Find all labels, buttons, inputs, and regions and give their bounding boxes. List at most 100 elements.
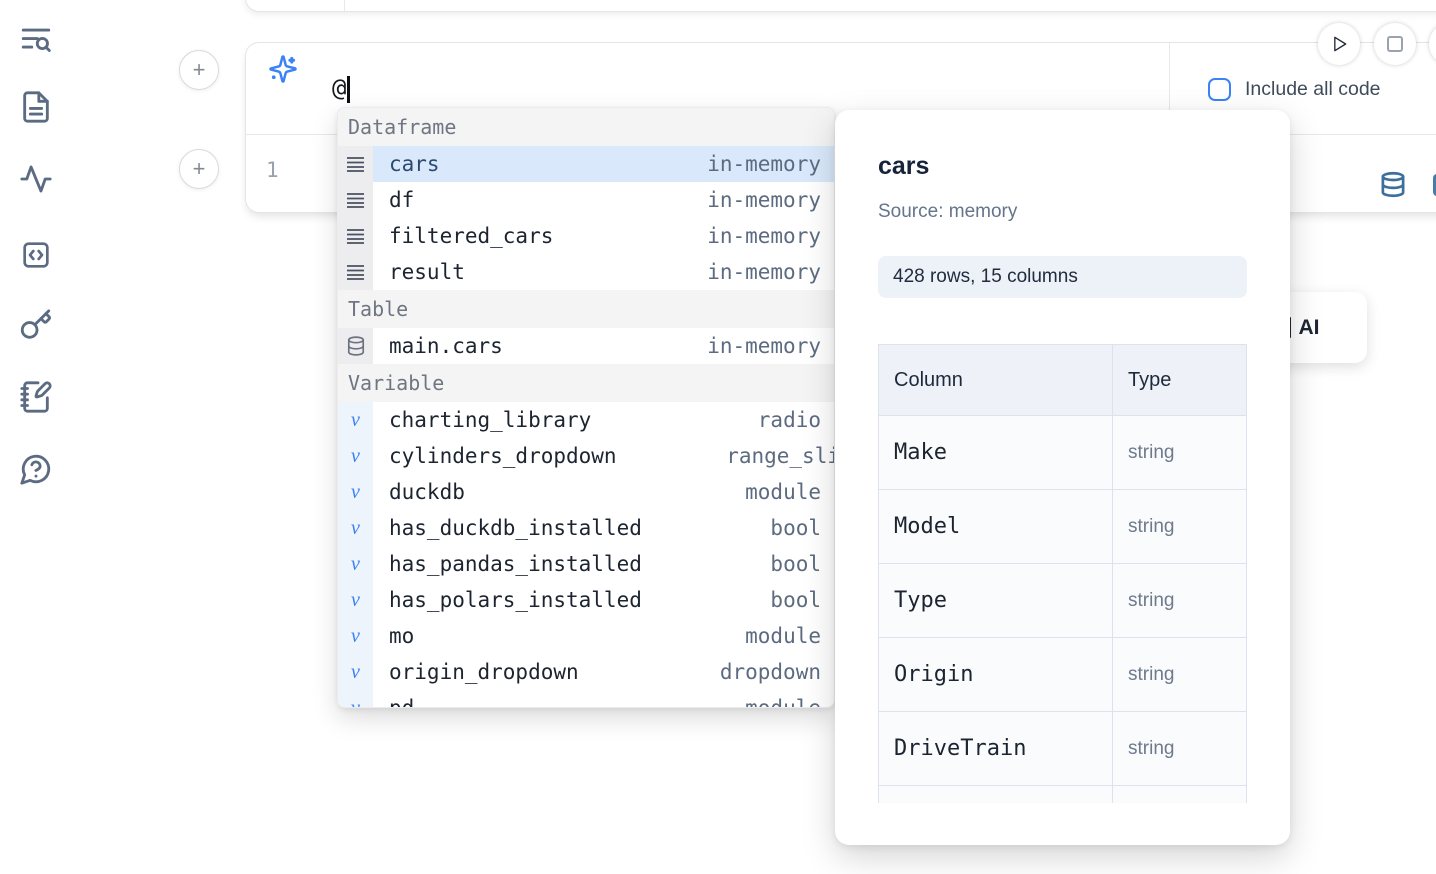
item-name: has_polars_installed — [389, 588, 642, 612]
schema-column-name: Type — [878, 563, 1113, 638]
play-icon — [1334, 36, 1347, 52]
item-type: bool — [770, 552, 821, 576]
snippets-code-icon[interactable] — [17, 236, 55, 274]
stop-icon — [1387, 36, 1403, 52]
variable-v-icon: v — [338, 690, 373, 707]
item-name: filtered_cars — [389, 224, 554, 248]
preview-title: cars — [878, 152, 930, 180]
autocomplete-section-header: Dataframe — [338, 108, 834, 146]
item-type: range_sli — [726, 444, 834, 468]
include-all-code-checkbox[interactable] — [1208, 77, 1231, 101]
item-type: radio — [757, 408, 821, 432]
autocomplete-item[interactable]: main.cars in-memory — [338, 328, 834, 364]
dataframe-rows-icon — [338, 254, 373, 290]
add-cell-button-top[interactable]: + — [179, 50, 219, 90]
item-type: dropdown — [719, 660, 821, 684]
markdown-icon[interactable]: M↓ — [1433, 173, 1436, 196]
item-name: main.cars — [389, 334, 503, 358]
preview-source: Source: memory — [878, 201, 1018, 222]
item-name: cylinders_dropdown — [389, 444, 617, 468]
prompt-text: @ — [332, 74, 347, 102]
item-type: in-memory — [707, 334, 821, 358]
item-type: module — [745, 480, 821, 504]
variable-v-icon: v — [338, 402, 373, 438]
item-type: bool — [770, 516, 821, 540]
variable-v-icon: v — [338, 582, 373, 618]
item-type: in-memory — [707, 224, 821, 248]
include-all-code-option: Include all code — [1169, 43, 1436, 135]
schema-column-type: string — [1112, 637, 1247, 712]
autocomplete-item[interactable]: v has_pandas_installed bool — [338, 546, 834, 582]
item-type: bool — [770, 588, 821, 612]
dataframe-preview-panel: cars Source: memory 428 rows, 15 columns… — [835, 110, 1290, 845]
autocomplete-item[interactable]: cars in-memory — [338, 146, 834, 182]
code-line-number: 1 — [266, 158, 279, 182]
schema-column-header: Column — [878, 344, 1113, 416]
schema-column-type: string — [1112, 489, 1247, 564]
add-cell-button-bottom[interactable]: + — [179, 149, 219, 189]
autocomplete-item[interactable]: filtered_cars in-memory — [338, 218, 834, 254]
dataframe-rows-icon — [338, 146, 373, 182]
stop-button[interactable] — [1374, 23, 1416, 65]
autocomplete-item[interactable]: v has_polars_installed bool — [338, 582, 834, 618]
activity-icon[interactable] — [17, 160, 55, 198]
variable-v-icon: v — [338, 510, 373, 546]
prompt-section-divider — [1169, 43, 1170, 135]
autocomplete-item[interactable]: v pd module — [338, 690, 834, 708]
dataframe-rows-icon — [338, 182, 373, 218]
scratchpad-notebook-icon[interactable] — [17, 378, 55, 416]
search-files-icon[interactable] — [17, 21, 55, 59]
schema-column-name: DriveTrain — [878, 711, 1113, 786]
variable-v-icon: v — [338, 654, 373, 690]
schema-column-name: Model — [878, 489, 1113, 564]
document-icon[interactable] — [17, 88, 55, 126]
item-name: mo — [389, 624, 415, 648]
dataframe-rows-icon — [338, 218, 373, 254]
schema-row-partial — [878, 785, 1247, 803]
shape-badge: 428 rows, 15 columns — [878, 256, 1247, 298]
autocomplete-section-header: Table — [338, 290, 834, 328]
text-caret — [347, 76, 350, 103]
run-cell-button[interactable] — [1318, 23, 1360, 65]
item-name: result — [389, 260, 465, 284]
database-icon — [338, 328, 373, 364]
item-type: in-memory — [707, 260, 821, 284]
item-name: cars — [389, 152, 440, 176]
previous-cell-divider — [344, 0, 345, 11]
previous-cell-bottom — [245, 0, 1436, 12]
help-chat-icon[interactable] — [17, 450, 55, 488]
dataframe-output-icon[interactable] — [1379, 171, 1407, 198]
variable-v-icon: v — [338, 474, 373, 510]
schema-column-header: Type — [1112, 344, 1247, 416]
item-type: module — [745, 624, 821, 648]
item-name: has_pandas_installed — [389, 552, 642, 576]
autocomplete-item[interactable]: result in-memory — [338, 254, 834, 290]
item-name: duckdb — [389, 480, 465, 504]
item-type: module — [745, 696, 821, 708]
schema-column-type: string — [1112, 563, 1247, 638]
item-type: in-memory — [707, 152, 821, 176]
secrets-key-icon[interactable] — [17, 306, 55, 344]
item-name: pd — [389, 696, 415, 708]
schema-column-name: Make — [878, 415, 1113, 490]
include-all-code-label: Include all code — [1245, 77, 1381, 100]
ai-sparkles-icon — [268, 54, 298, 89]
more-actions-button[interactable] — [1429, 23, 1436, 65]
variable-v-icon: v — [338, 546, 373, 582]
autocomplete-section-header: Variable — [338, 364, 834, 402]
ai-button-label: AI — [1298, 315, 1320, 339]
